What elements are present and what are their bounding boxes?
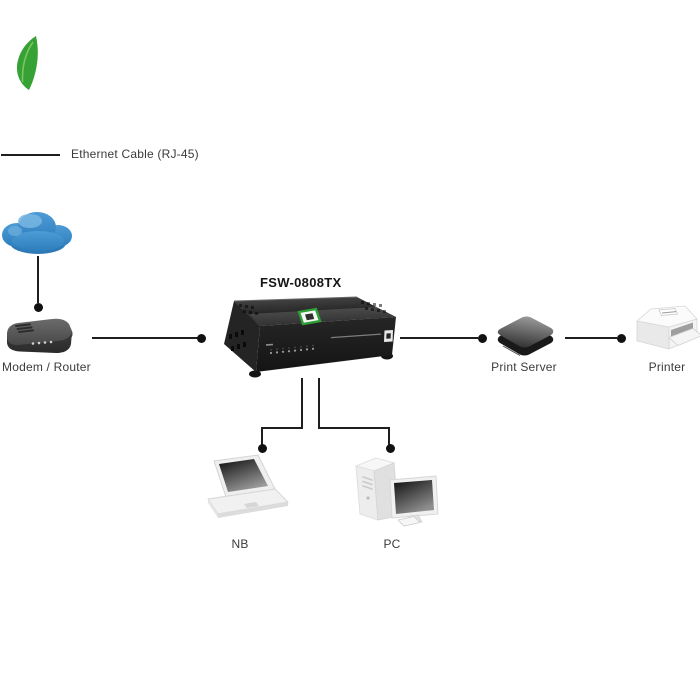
printer-label: Printer bbox=[648, 360, 686, 374]
cable-switch-pc-v1 bbox=[318, 378, 320, 429]
connector-dot-switch-left bbox=[196, 333, 206, 343]
connector-dot-modem bbox=[33, 302, 43, 312]
cable-printserver-printer bbox=[565, 337, 617, 339]
cable-switch-nb-h bbox=[261, 427, 303, 429]
notebook-label: NB bbox=[231, 537, 249, 551]
internet-cloud-icon bbox=[2, 212, 72, 254]
switch-foot bbox=[249, 370, 261, 378]
print-server-icon bbox=[497, 316, 554, 356]
notebook-touchpad bbox=[244, 502, 259, 508]
brand-leaf-icon bbox=[16, 36, 38, 90]
connector-dot-nb bbox=[257, 443, 267, 453]
printer-output-opening bbox=[671, 322, 693, 338]
connector-dot-printer bbox=[616, 333, 626, 343]
connector-dot-pc bbox=[385, 443, 395, 453]
notebook-icon bbox=[207, 454, 289, 518]
modem-label: Modem / Router bbox=[2, 360, 91, 374]
cable-switch-nb-v2 bbox=[261, 427, 263, 445]
modem-router-icon bbox=[7, 318, 73, 354]
switch-power-label bbox=[265, 343, 274, 346]
pc-screen bbox=[394, 480, 434, 514]
notebook-screen bbox=[219, 459, 268, 492]
pc-power-button bbox=[366, 496, 370, 500]
pc-icon bbox=[354, 457, 439, 527]
cable-switch-nb-v1 bbox=[301, 378, 303, 429]
printer-icon bbox=[636, 305, 700, 350]
cable-modem-switch bbox=[92, 337, 198, 339]
printer-tray bbox=[668, 328, 700, 346]
cable-switch-printserver bbox=[400, 337, 478, 339]
legend-label: Ethernet Cable (RJ-45) bbox=[71, 147, 199, 161]
print-server-label: Print Server bbox=[491, 360, 557, 374]
legend-cable-sample bbox=[1, 154, 60, 156]
switch-led-row bbox=[269, 347, 315, 355]
cable-cloud-modem bbox=[37, 256, 39, 303]
switch-model-label: FSW-0808TX bbox=[260, 275, 342, 290]
cable-switch-pc-v2 bbox=[388, 427, 390, 445]
switch-icon bbox=[224, 296, 396, 378]
switch-front-text bbox=[331, 333, 381, 339]
connector-dot-printserver bbox=[477, 333, 487, 343]
pc-vents bbox=[362, 476, 373, 490]
cable-switch-pc-h bbox=[318, 427, 390, 429]
pc-label: PC bbox=[383, 537, 401, 551]
pc-keyboard bbox=[397, 516, 421, 527]
